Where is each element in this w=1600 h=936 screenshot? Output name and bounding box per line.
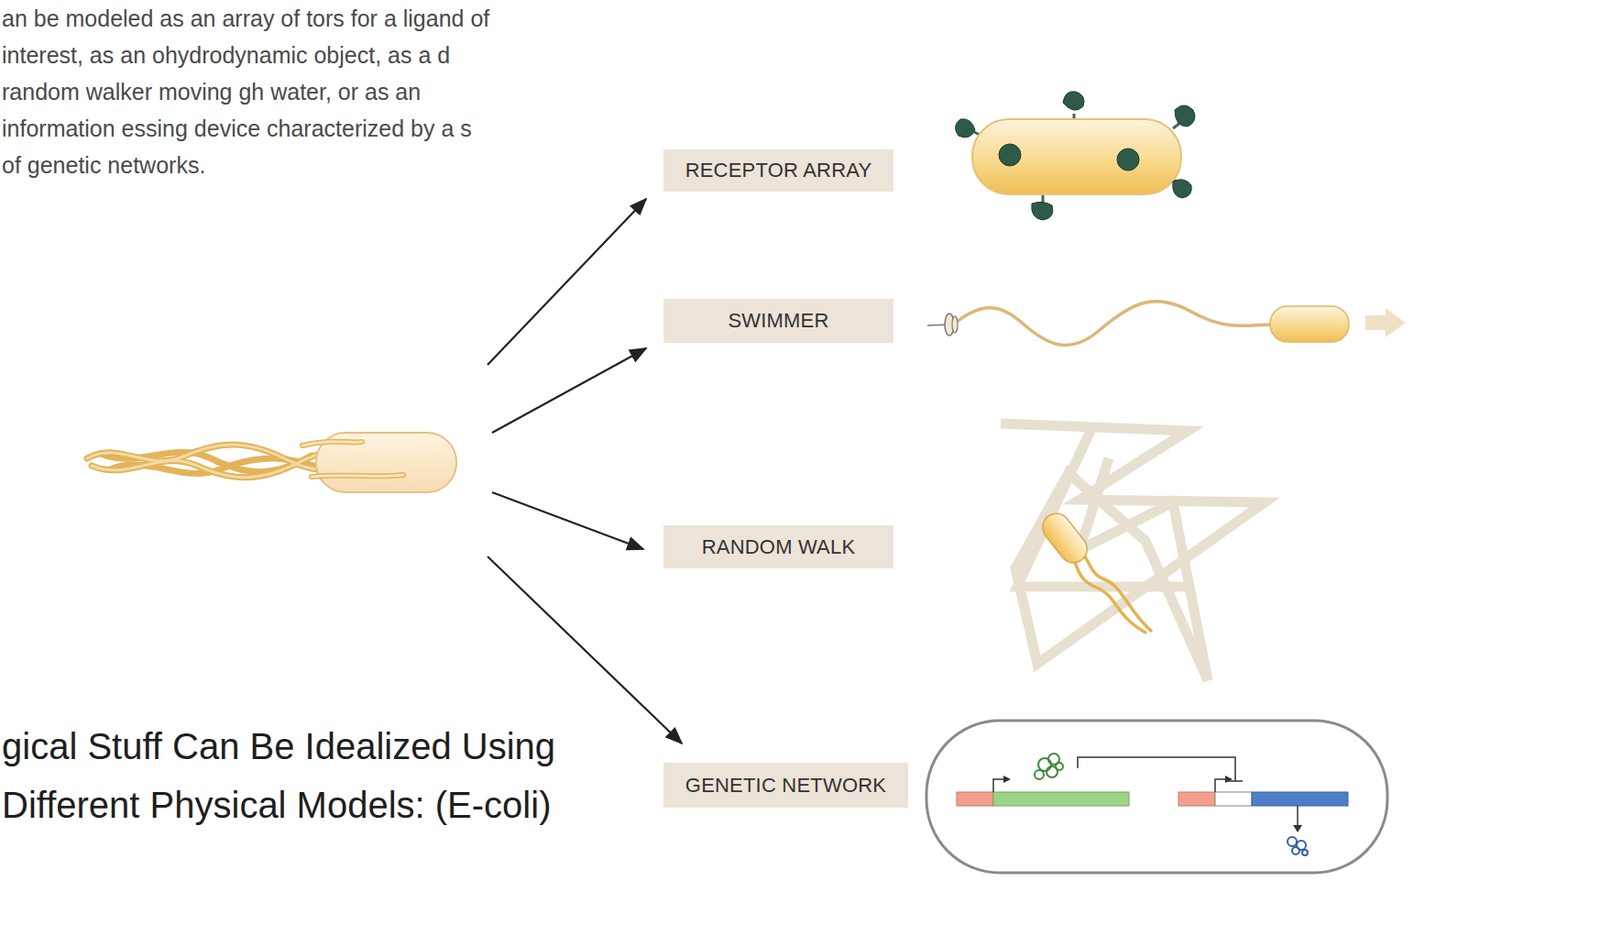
model-label-box: RANDOM WALK — [663, 525, 894, 569]
description-note: an be modeled as an array of tors for a … — [1, 0, 497, 184]
model-label: GENETIC NETWORK — [685, 773, 887, 798]
model-arrows — [487, 198, 682, 744]
bacterium — [87, 432, 457, 493]
model-label-box: GENETIC NETWORK — [663, 762, 909, 808]
model-label-box: RECEPTOR ARRAY — [663, 149, 894, 192]
genetic-network-cell — [926, 720, 1388, 873]
slide-title: gical Stuff Can Be Idealized Using Diffe… — [1, 716, 644, 834]
model-label: RANDOM WALK — [701, 535, 856, 559]
model-label: RECEPTOR ARRAY — [685, 158, 873, 183]
swimmer-figure — [927, 301, 1406, 346]
model-label: SWIMMER — [727, 308, 829, 333]
random-walk-figure — [1000, 423, 1265, 680]
model-label-box: SWIMMER — [663, 298, 894, 343]
receptor-cell — [954, 91, 1195, 220]
